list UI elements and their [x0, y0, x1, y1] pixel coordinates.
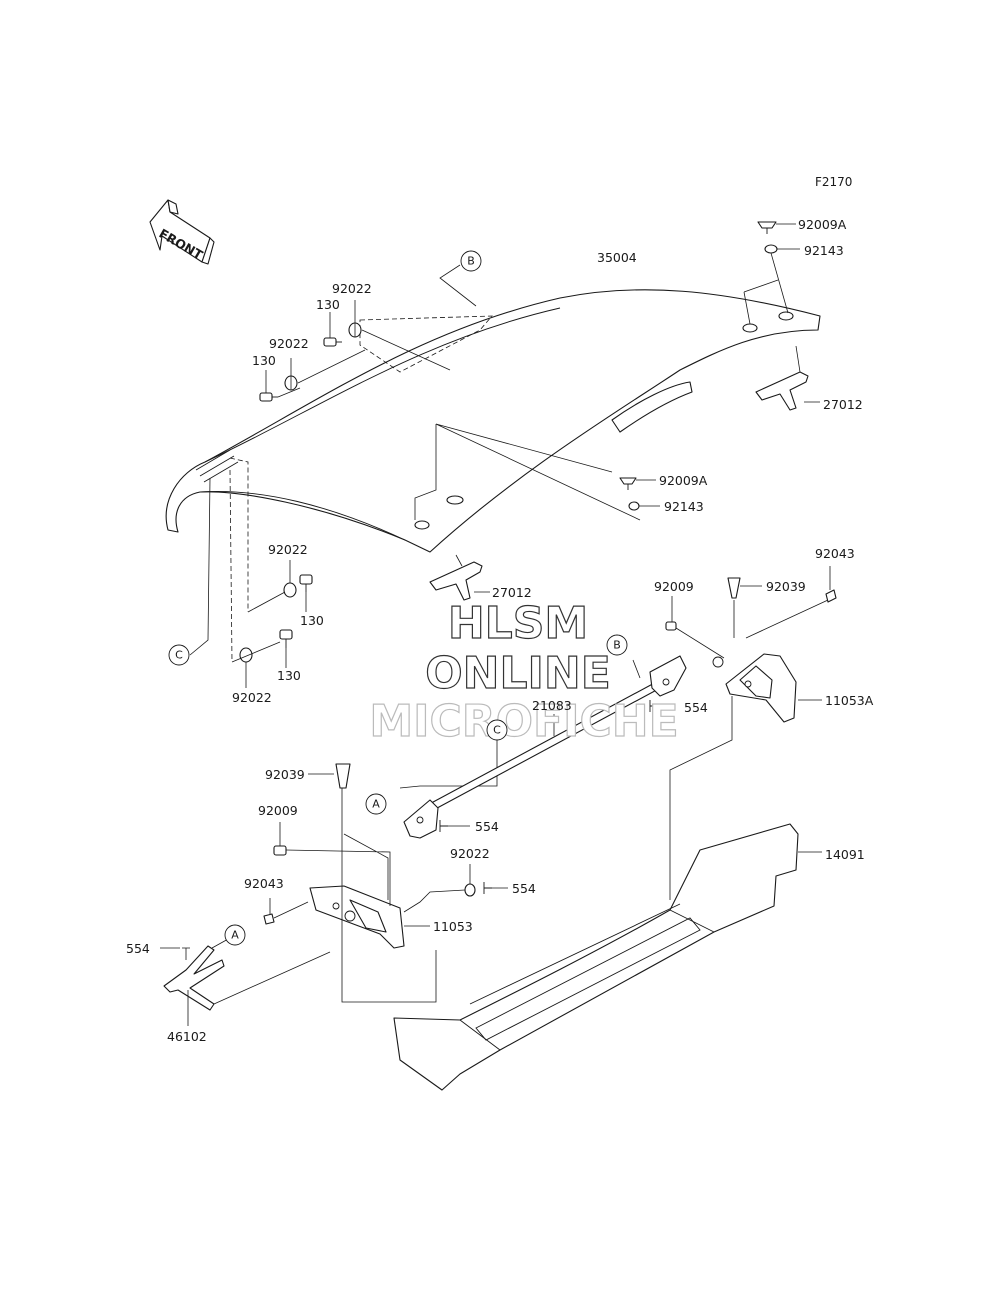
pin-icon: [263, 913, 275, 925]
bolt-icon: [323, 337, 342, 347]
front-arrow-icon: FRONT: [149, 199, 215, 265]
callout-left-bolt-mid: 130: [252, 353, 276, 368]
cover-panel: [165, 289, 821, 553]
bolt-icon: [619, 477, 637, 490]
callout-left-pin-upper: 554: [475, 819, 499, 834]
ref-marker-a-lower: A: [224, 924, 246, 946]
bolt-icon: [259, 392, 278, 402]
callout-left-bolt-upper: 130: [316, 297, 340, 312]
svg-text:B: B: [467, 255, 475, 268]
hidden-outline-lower: [229, 457, 249, 663]
callout-guard: 14091: [825, 847, 865, 862]
ref-marker-c-upper: C: [168, 644, 190, 666]
ref-marker-c-lower: C: [486, 719, 508, 741]
svg-text:B: B: [613, 639, 621, 652]
washer-icon: [283, 582, 297, 598]
callout-right-rivet: 92039: [766, 579, 806, 594]
rivet-icon: [335, 763, 351, 789]
callout-mid-bolt: 92009A: [659, 473, 708, 488]
bolt-icon: [665, 621, 677, 631]
bolt-icon: [299, 574, 313, 592]
pin-icon: [649, 700, 656, 712]
callout-top-bolt: 92009A: [798, 217, 847, 232]
callout-rod: 21083: [532, 698, 572, 713]
right-bracket: [712, 653, 797, 723]
washer-icon: [764, 244, 778, 254]
callout-side-washer-upper: 92022: [268, 542, 308, 557]
callout-left-bolt: 92009: [258, 803, 298, 818]
callout-left-washer-mid: 92022: [269, 336, 309, 351]
watermark-line2: ONLINE: [425, 648, 611, 699]
watermark-line3: MICROFICHE: [369, 696, 678, 747]
washer-icon: [628, 501, 640, 511]
callout-mid-washer: 92143: [664, 499, 704, 514]
watermark-line1: HLSM: [448, 598, 588, 649]
washer-icon: [239, 647, 253, 663]
rivet-icon: [727, 577, 741, 599]
callout-cover: 35004: [597, 250, 637, 265]
callout-right-rivet-pin: 92043: [815, 546, 855, 561]
svg-text:A: A: [372, 798, 380, 811]
ref-marker-b-lower: B: [606, 634, 628, 656]
callout-left-bracket: 11053: [433, 919, 473, 934]
callout-side-washer-lower: 92022: [232, 690, 272, 705]
callout-stay: 46102: [167, 1029, 207, 1044]
front-clip: [429, 554, 490, 601]
callout-side-bolt-lower: 130: [277, 668, 301, 683]
callout-left-washer-lower: 92022: [450, 846, 490, 861]
washer-icon: [464, 883, 476, 897]
figure-code: F2170: [815, 175, 852, 189]
bolt-icon: [757, 221, 777, 234]
callout-stay-pin: 554: [126, 941, 150, 956]
pin-icon: [825, 589, 837, 603]
callout-left-pin-lower: 554: [512, 881, 536, 896]
callout-right-bracket: 11053A: [825, 693, 874, 708]
svg-text:C: C: [493, 724, 501, 737]
bolt-icon: [273, 845, 287, 856]
ref-marker-b-upper: B: [460, 250, 482, 272]
callout-right-pin: 554: [684, 700, 708, 715]
svg-text:C: C: [175, 649, 183, 662]
rod: [403, 655, 687, 839]
callout-rear-clip: 27012: [823, 397, 863, 412]
callout-left-washer-upper: 92022: [332, 281, 372, 296]
left-bracket: [309, 885, 405, 949]
callout-side-bolt-upper: 130: [300, 613, 324, 628]
pin-icon: [439, 820, 492, 894]
stay: [160, 937, 331, 1026]
callout-left-rivet: 92039: [265, 767, 305, 782]
svg-text:A: A: [231, 929, 239, 942]
ref-marker-a-upper: A: [365, 793, 387, 815]
callout-front-clip: 27012: [492, 585, 532, 600]
rear-clip: [755, 345, 820, 411]
callout-top-washer: 92143: [804, 243, 844, 258]
callout-right-bolt: 92009: [654, 579, 694, 594]
bolt-icon: [279, 629, 293, 648]
watermark: HLSM ONLINE MICROFICHE: [369, 597, 680, 747]
guard-panel: [393, 696, 822, 1091]
hidden-outline-upper: [359, 315, 493, 373]
callout-left-rivet-pin: 92043: [244, 876, 284, 891]
